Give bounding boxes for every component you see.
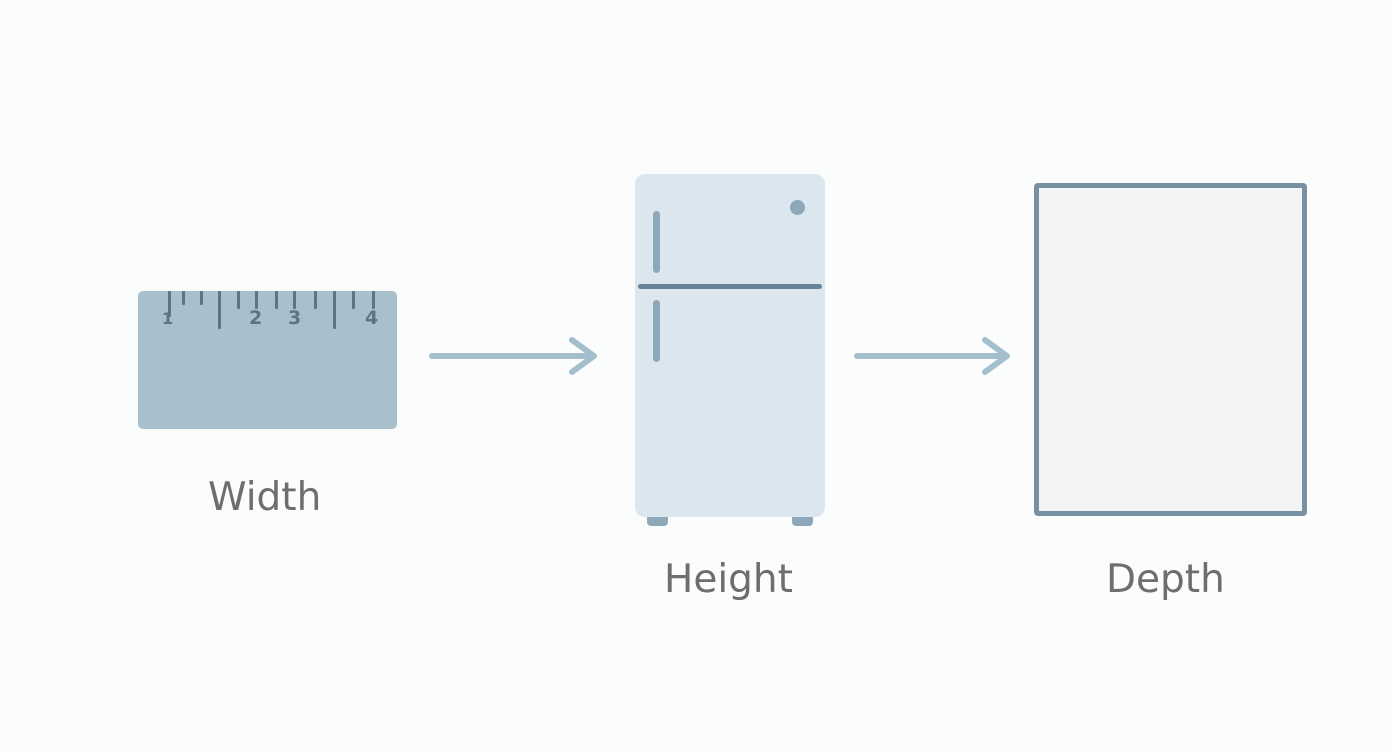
- refrigerator-icon: [635, 174, 825, 526]
- ruler-tick: [255, 291, 258, 309]
- fridge-indicator-dot: [790, 200, 805, 215]
- ruler-tick: [275, 291, 278, 309]
- arrow-right-icon: [429, 337, 597, 375]
- freezer-handle: [653, 211, 660, 273]
- fridge-door-divider: [638, 284, 822, 289]
- depth-box-icon: [1034, 183, 1307, 516]
- ruler-tick: [372, 291, 375, 309]
- arrow-right-icon: [854, 337, 1010, 375]
- ruler-number: 3: [288, 307, 302, 329]
- fridge-foot: [792, 517, 813, 526]
- ruler-icon: 1 2 3 4: [138, 291, 397, 429]
- ruler-number: 4: [365, 307, 379, 329]
- ruler-number: 1: [162, 309, 174, 328]
- ruler-tick: [218, 291, 221, 329]
- ruler-tick: [237, 291, 240, 309]
- fridge-foot: [647, 517, 668, 526]
- fridge-handle: [653, 300, 660, 362]
- step-label-width: Width: [208, 475, 322, 520]
- ruler-tick: [200, 291, 203, 305]
- ruler-tick: [168, 291, 171, 317]
- ruler-tick: [182, 291, 185, 305]
- ruler-tick: [352, 291, 355, 309]
- step-label-height: Height: [664, 557, 793, 602]
- step-label-depth: Depth: [1106, 557, 1225, 602]
- ruler-tick: [314, 291, 317, 309]
- ruler-tick: [293, 291, 296, 309]
- ruler-number: 2: [249, 307, 263, 329]
- ruler-tick: [333, 291, 336, 329]
